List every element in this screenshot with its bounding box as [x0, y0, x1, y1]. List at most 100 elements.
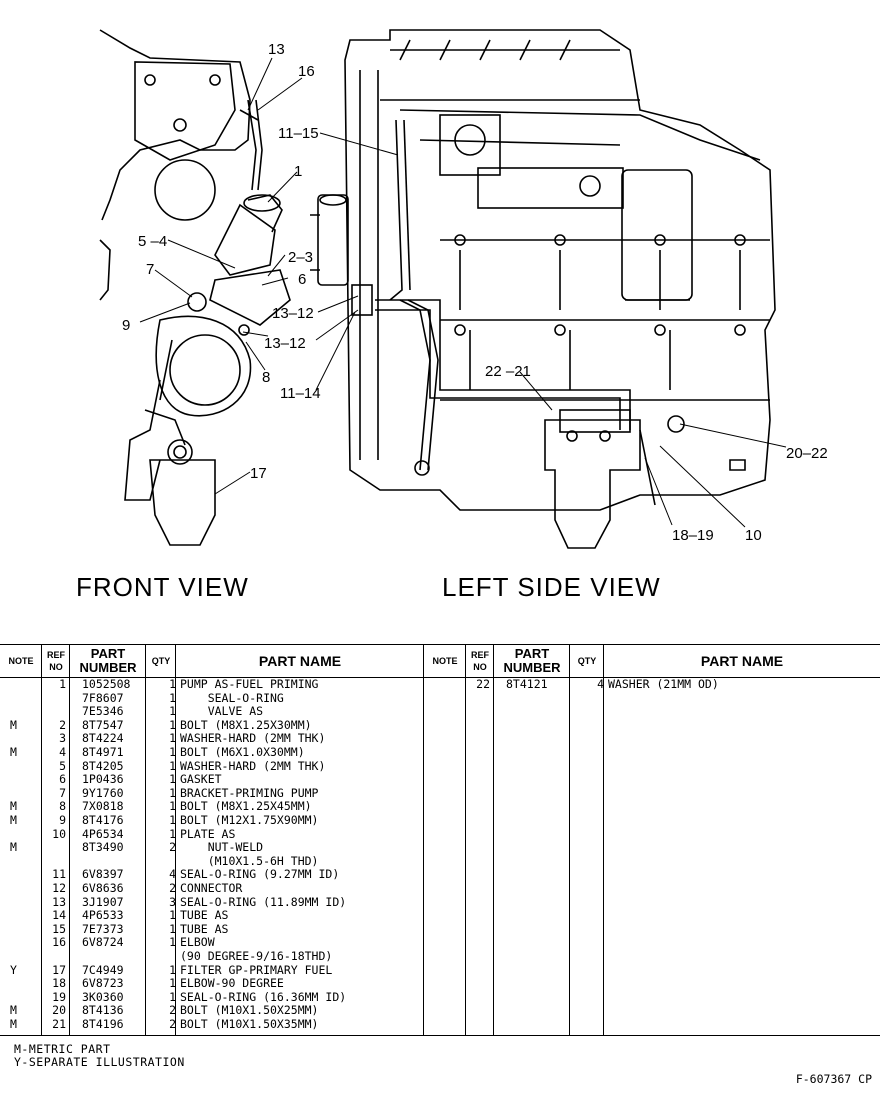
header-part-left: PART NUMBER — [79, 646, 137, 675]
table-row: 11 6V8397 4 SEAL-O-RING (9.27MM ID) — [0, 868, 424, 882]
row-qty: 1 — [169, 826, 176, 841]
header-qty-right: QTY — [577, 656, 597, 666]
callout-16: 16 — [298, 63, 315, 80]
row-qty: 1 — [169, 758, 176, 773]
row-part-number: 8T4205 — [82, 758, 124, 773]
left-side-view-label: LEFT SIDE VIEW — [442, 572, 661, 602]
row-qty: 1 — [169, 813, 176, 827]
col-name-left — [176, 645, 424, 1035]
row-part-number: 6V8636 — [82, 881, 124, 895]
row-qty: 1 — [169, 785, 176, 800]
callout-11-14: 11–14 — [280, 385, 321, 402]
col-ref-right — [466, 645, 494, 1035]
col-part-right — [494, 645, 570, 1035]
header-qty-left: QTY — [151, 656, 171, 666]
header-name-left: PART NAME — [258, 653, 342, 669]
row-part-number: 6V8724 — [82, 935, 124, 950]
row-part-name: PLATE AS — [180, 826, 236, 841]
callout-10: 10 — [745, 527, 762, 544]
row-part-name: TUBE AS — [180, 908, 229, 923]
row-ref: 19 — [52, 989, 66, 1004]
col-part-left — [70, 645, 146, 1035]
row-qty: 1 — [169, 717, 176, 732]
row-qty: 1 — [169, 704, 176, 719]
row-part-number: 8T4121 — [506, 677, 548, 691]
row-part-number: 7C4949 — [82, 962, 124, 977]
col-note-right — [424, 645, 466, 1035]
callout-11-15: 11–15 — [278, 125, 319, 142]
row-note: M — [10, 717, 17, 732]
row-part-name: BOLT (M6X1.0X30MM) — [180, 745, 305, 759]
row-ref: 11 — [52, 867, 66, 882]
row-part-number: 8T4196 — [82, 1017, 124, 1031]
row-part-number: 8T3490 — [82, 840, 124, 855]
row-part-number: 8T4971 — [82, 745, 124, 759]
row-ref: 5 — [59, 758, 66, 773]
callout-13-12b: 13–12 — [264, 335, 306, 352]
row-qty: 1 — [169, 731, 176, 746]
row-part-name: ELBOW-90 DEGREE — [180, 976, 284, 991]
row-part-number: 6V8397 — [82, 867, 124, 882]
side-secondary-filter — [621, 169, 693, 301]
front-engine-outline — [99, 29, 251, 221]
table-row: (M10X1.5-6H THD) — [0, 854, 424, 869]
col-qty-right — [570, 645, 604, 1035]
header-ref-left: REF NO — [47, 650, 65, 672]
row-qty: 4 — [169, 867, 176, 882]
row-part-name: CONNECTOR — [180, 881, 243, 895]
row-qty: 1 — [169, 989, 176, 1004]
row-part-name: VALVE AS — [180, 704, 264, 719]
row-part-name: BRACKET-PRIMING PUMP — [180, 785, 319, 800]
callout-7: 7 — [146, 261, 154, 278]
header-ref-right: REF NO — [471, 650, 489, 672]
row-part-number: 3J1907 — [82, 894, 124, 909]
row-qty: 1 — [169, 799, 176, 814]
callout-9: 9 — [122, 317, 130, 334]
row-qty: 2 — [169, 1003, 176, 1018]
row-part-name: WASHER-HARD (2MM THK) — [180, 731, 326, 746]
row-qty: 1 — [169, 976, 176, 991]
row-qty: 3 — [169, 894, 176, 909]
callout-6: 6 — [298, 271, 306, 288]
row-qty: 2 — [169, 881, 176, 895]
parts-table: NOTE REF NO PART NUMBER QTY PART NAME NO… — [0, 644, 880, 1036]
row-part-name: SEAL-O-RING (9.27MM ID) — [180, 867, 340, 882]
front-view-label: FRONT VIEW — [76, 572, 249, 602]
header-part-right: PART NUMBER — [503, 646, 561, 675]
header-note-left: NOTE — [8, 656, 34, 666]
row-part-name: BOLT (M12X1.75X90MM) — [180, 813, 319, 827]
row-qty: 2 — [169, 840, 176, 855]
row-note: M — [10, 799, 17, 814]
row-note: M — [10, 840, 17, 855]
row-ref: 14 — [52, 908, 66, 923]
row-part-number: 8T7547 — [82, 717, 124, 732]
row-part-number: 7E7373 — [82, 921, 124, 936]
callout-20-22: 20–22 — [786, 445, 828, 462]
row-part-name: GASKET — [180, 772, 222, 787]
callout-5-4: 5 –4 — [138, 233, 167, 250]
row-qty: 1 — [169, 935, 176, 950]
row-ref: 6 — [59, 772, 66, 787]
row-ref: 22 — [476, 677, 490, 691]
row-ref: 17 — [52, 962, 66, 977]
row-part-number: 6V8723 — [82, 976, 124, 991]
row-part-number: 7F8607 — [82, 690, 124, 705]
row-part-name: FILTER GP-PRIMARY FUEL — [180, 962, 333, 977]
callout-13-12a: 13–12 — [272, 305, 314, 322]
row-part-name: BOLT (M8X1.25X30MM) — [180, 717, 312, 732]
